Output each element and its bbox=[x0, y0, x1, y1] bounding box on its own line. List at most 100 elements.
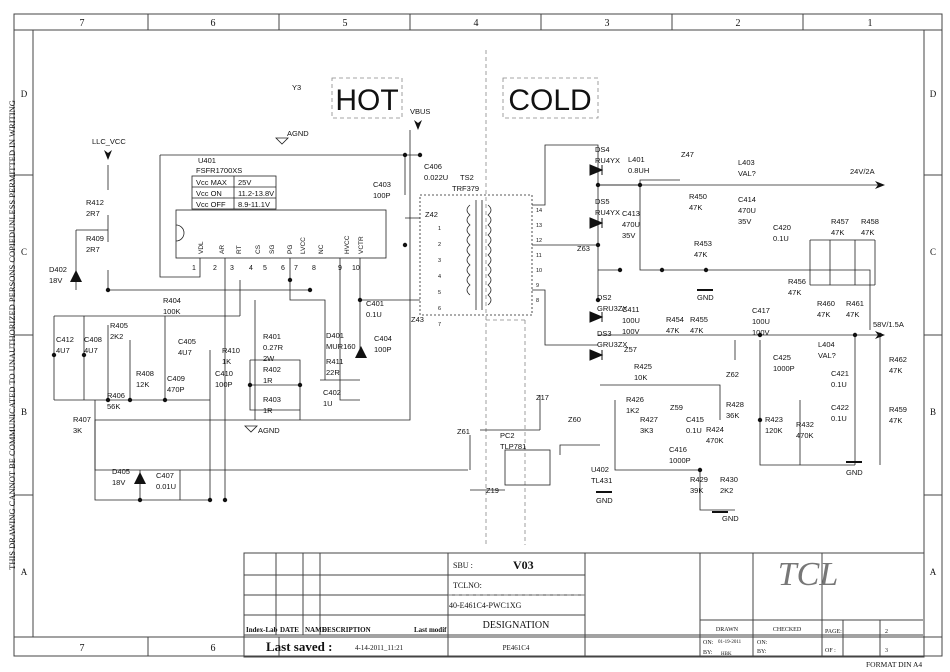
cold-zone-label: COLD bbox=[508, 84, 591, 117]
r406-value: 56K bbox=[107, 402, 120, 411]
transformer-pin: 10 bbox=[536, 268, 542, 274]
r455-value: 47K bbox=[690, 326, 703, 335]
spec-name: Vcc ON bbox=[196, 189, 222, 198]
tclno-value: 40-E461C4-PWC1XG bbox=[449, 601, 522, 610]
transformer-pin: 12 bbox=[536, 238, 542, 244]
r403-value: 1R bbox=[263, 406, 273, 415]
c402-value: 1U bbox=[323, 399, 333, 408]
d405-value: 18V bbox=[112, 478, 125, 487]
pin-number: 3 bbox=[230, 265, 234, 272]
r405-ref: R405 bbox=[110, 321, 128, 330]
drawn-label: DRAWN bbox=[716, 627, 739, 633]
row-marker: A bbox=[930, 567, 937, 577]
transformer-pin: 14 bbox=[536, 208, 542, 214]
revision-header: NAME bbox=[305, 626, 327, 634]
c421-ref: C421 bbox=[831, 369, 849, 378]
r432-ref: R432 bbox=[796, 420, 814, 429]
page-label: PAGE: bbox=[825, 629, 842, 635]
net-label-gnd1: GND bbox=[697, 293, 714, 302]
c401-ref: C401 bbox=[366, 299, 384, 308]
net-label-agnd2: AGND bbox=[258, 426, 280, 435]
junction-dot bbox=[757, 417, 763, 423]
last-saved-label: Last saved : bbox=[266, 639, 332, 654]
pin-number: 1 bbox=[192, 265, 196, 272]
tclno-label: TCLNO: bbox=[453, 581, 482, 590]
r460-value: 47K bbox=[817, 310, 830, 319]
c415-ref: C415 bbox=[686, 415, 704, 424]
r432-value: 470K bbox=[796, 431, 814, 440]
junction-dot bbox=[877, 332, 883, 338]
r459-ref: R459 bbox=[889, 405, 907, 414]
transformer-pin: 3 bbox=[438, 258, 441, 264]
c422-value: 0.1U bbox=[831, 414, 847, 423]
r453-ref: R453 bbox=[694, 239, 712, 248]
drawing-frame bbox=[13, 13, 943, 657]
row-marker: D bbox=[21, 89, 28, 99]
ds2-diode-icon bbox=[589, 311, 604, 323]
row-marker: A bbox=[21, 567, 28, 577]
r450-value: 47K bbox=[689, 203, 702, 212]
c420-ref: C420 bbox=[773, 223, 791, 232]
r458-value: 47K bbox=[861, 228, 874, 237]
testpoint-z62: Z62 bbox=[726, 370, 739, 379]
pin-number: 5 bbox=[263, 265, 267, 272]
u401-part: FSFR1700XS bbox=[196, 166, 242, 175]
page-number: 2 bbox=[885, 629, 888, 635]
junction-dot bbox=[162, 397, 168, 403]
junction-dot bbox=[287, 277, 293, 283]
pin-name: HVCC bbox=[344, 235, 351, 254]
r402-ref: R402 bbox=[263, 365, 281, 374]
hot-zone-box bbox=[331, 77, 403, 119]
r404-value: 100K bbox=[163, 307, 181, 316]
transformer-pin: 13 bbox=[536, 223, 542, 229]
drawn-on-date: 01-19-2011 bbox=[718, 640, 742, 645]
column-marker: 1 bbox=[868, 18, 873, 29]
c407-ref: C407 bbox=[156, 471, 174, 480]
designation-value: PE461C4 bbox=[503, 644, 530, 652]
c408-ref: C408 bbox=[84, 335, 102, 344]
spec-name: Vcc OFF bbox=[196, 200, 226, 209]
ds5-ref: DS5 bbox=[595, 197, 610, 206]
sbu-label: SBU : bbox=[453, 561, 473, 570]
transformer-pin: 2 bbox=[438, 242, 441, 248]
c406-value: 0.022U bbox=[424, 173, 448, 182]
column-marker: 5 bbox=[343, 18, 348, 29]
junction-dot bbox=[595, 297, 601, 303]
junction-dot bbox=[595, 182, 601, 188]
c417-ref: C417 bbox=[752, 306, 770, 315]
r408-value: 12K bbox=[136, 380, 149, 389]
c413-ref: C413 bbox=[622, 209, 640, 218]
junction-dot bbox=[402, 152, 408, 158]
c404-value: 100P bbox=[374, 345, 392, 354]
confidentiality-note: THIS DRAWING CANNOT BE COMMUNICATED TO U… bbox=[7, 100, 17, 570]
ds2-value: GRU3ZX bbox=[597, 304, 627, 313]
net-label-y3: Y3 bbox=[292, 83, 301, 92]
ts2-transformer bbox=[419, 194, 533, 316]
junction-dot bbox=[307, 287, 313, 293]
u401-ref: U401 bbox=[198, 156, 216, 165]
c412-ref: C412 bbox=[56, 335, 74, 344]
c403-ref: C403 bbox=[373, 180, 391, 189]
r460-ref: R460 bbox=[817, 299, 835, 308]
wiring bbox=[53, 130, 881, 511]
r456-value: 47K bbox=[788, 288, 801, 297]
last-saved-value: 4-14-2011_11:21 bbox=[355, 644, 404, 652]
r402-value: 1R bbox=[263, 376, 273, 385]
c405-ref: C405 bbox=[178, 337, 196, 346]
l401-ref: L401 bbox=[628, 155, 645, 164]
testpoint-z59: Z59 bbox=[670, 403, 683, 412]
drawn-by: HBK bbox=[721, 652, 732, 657]
revision-header: Last modif bbox=[414, 626, 447, 634]
d402-value: 18V bbox=[49, 276, 62, 285]
r425-value: 10K bbox=[634, 373, 647, 382]
c408-value: 4U7 bbox=[84, 346, 98, 355]
designation-label: DESIGNATION bbox=[483, 620, 550, 631]
d402-diode-icon bbox=[70, 270, 82, 282]
junction-dot bbox=[595, 242, 601, 248]
c414-value: 470U bbox=[738, 206, 756, 215]
testpoint-z43: Z43 bbox=[411, 315, 424, 324]
spec-value: 11.2-13.8V bbox=[238, 189, 274, 198]
format-label: FORMAT DIN A4 bbox=[866, 660, 922, 669]
c421-value: 0.1U bbox=[831, 380, 847, 389]
c404-ref: C404 bbox=[374, 334, 392, 343]
